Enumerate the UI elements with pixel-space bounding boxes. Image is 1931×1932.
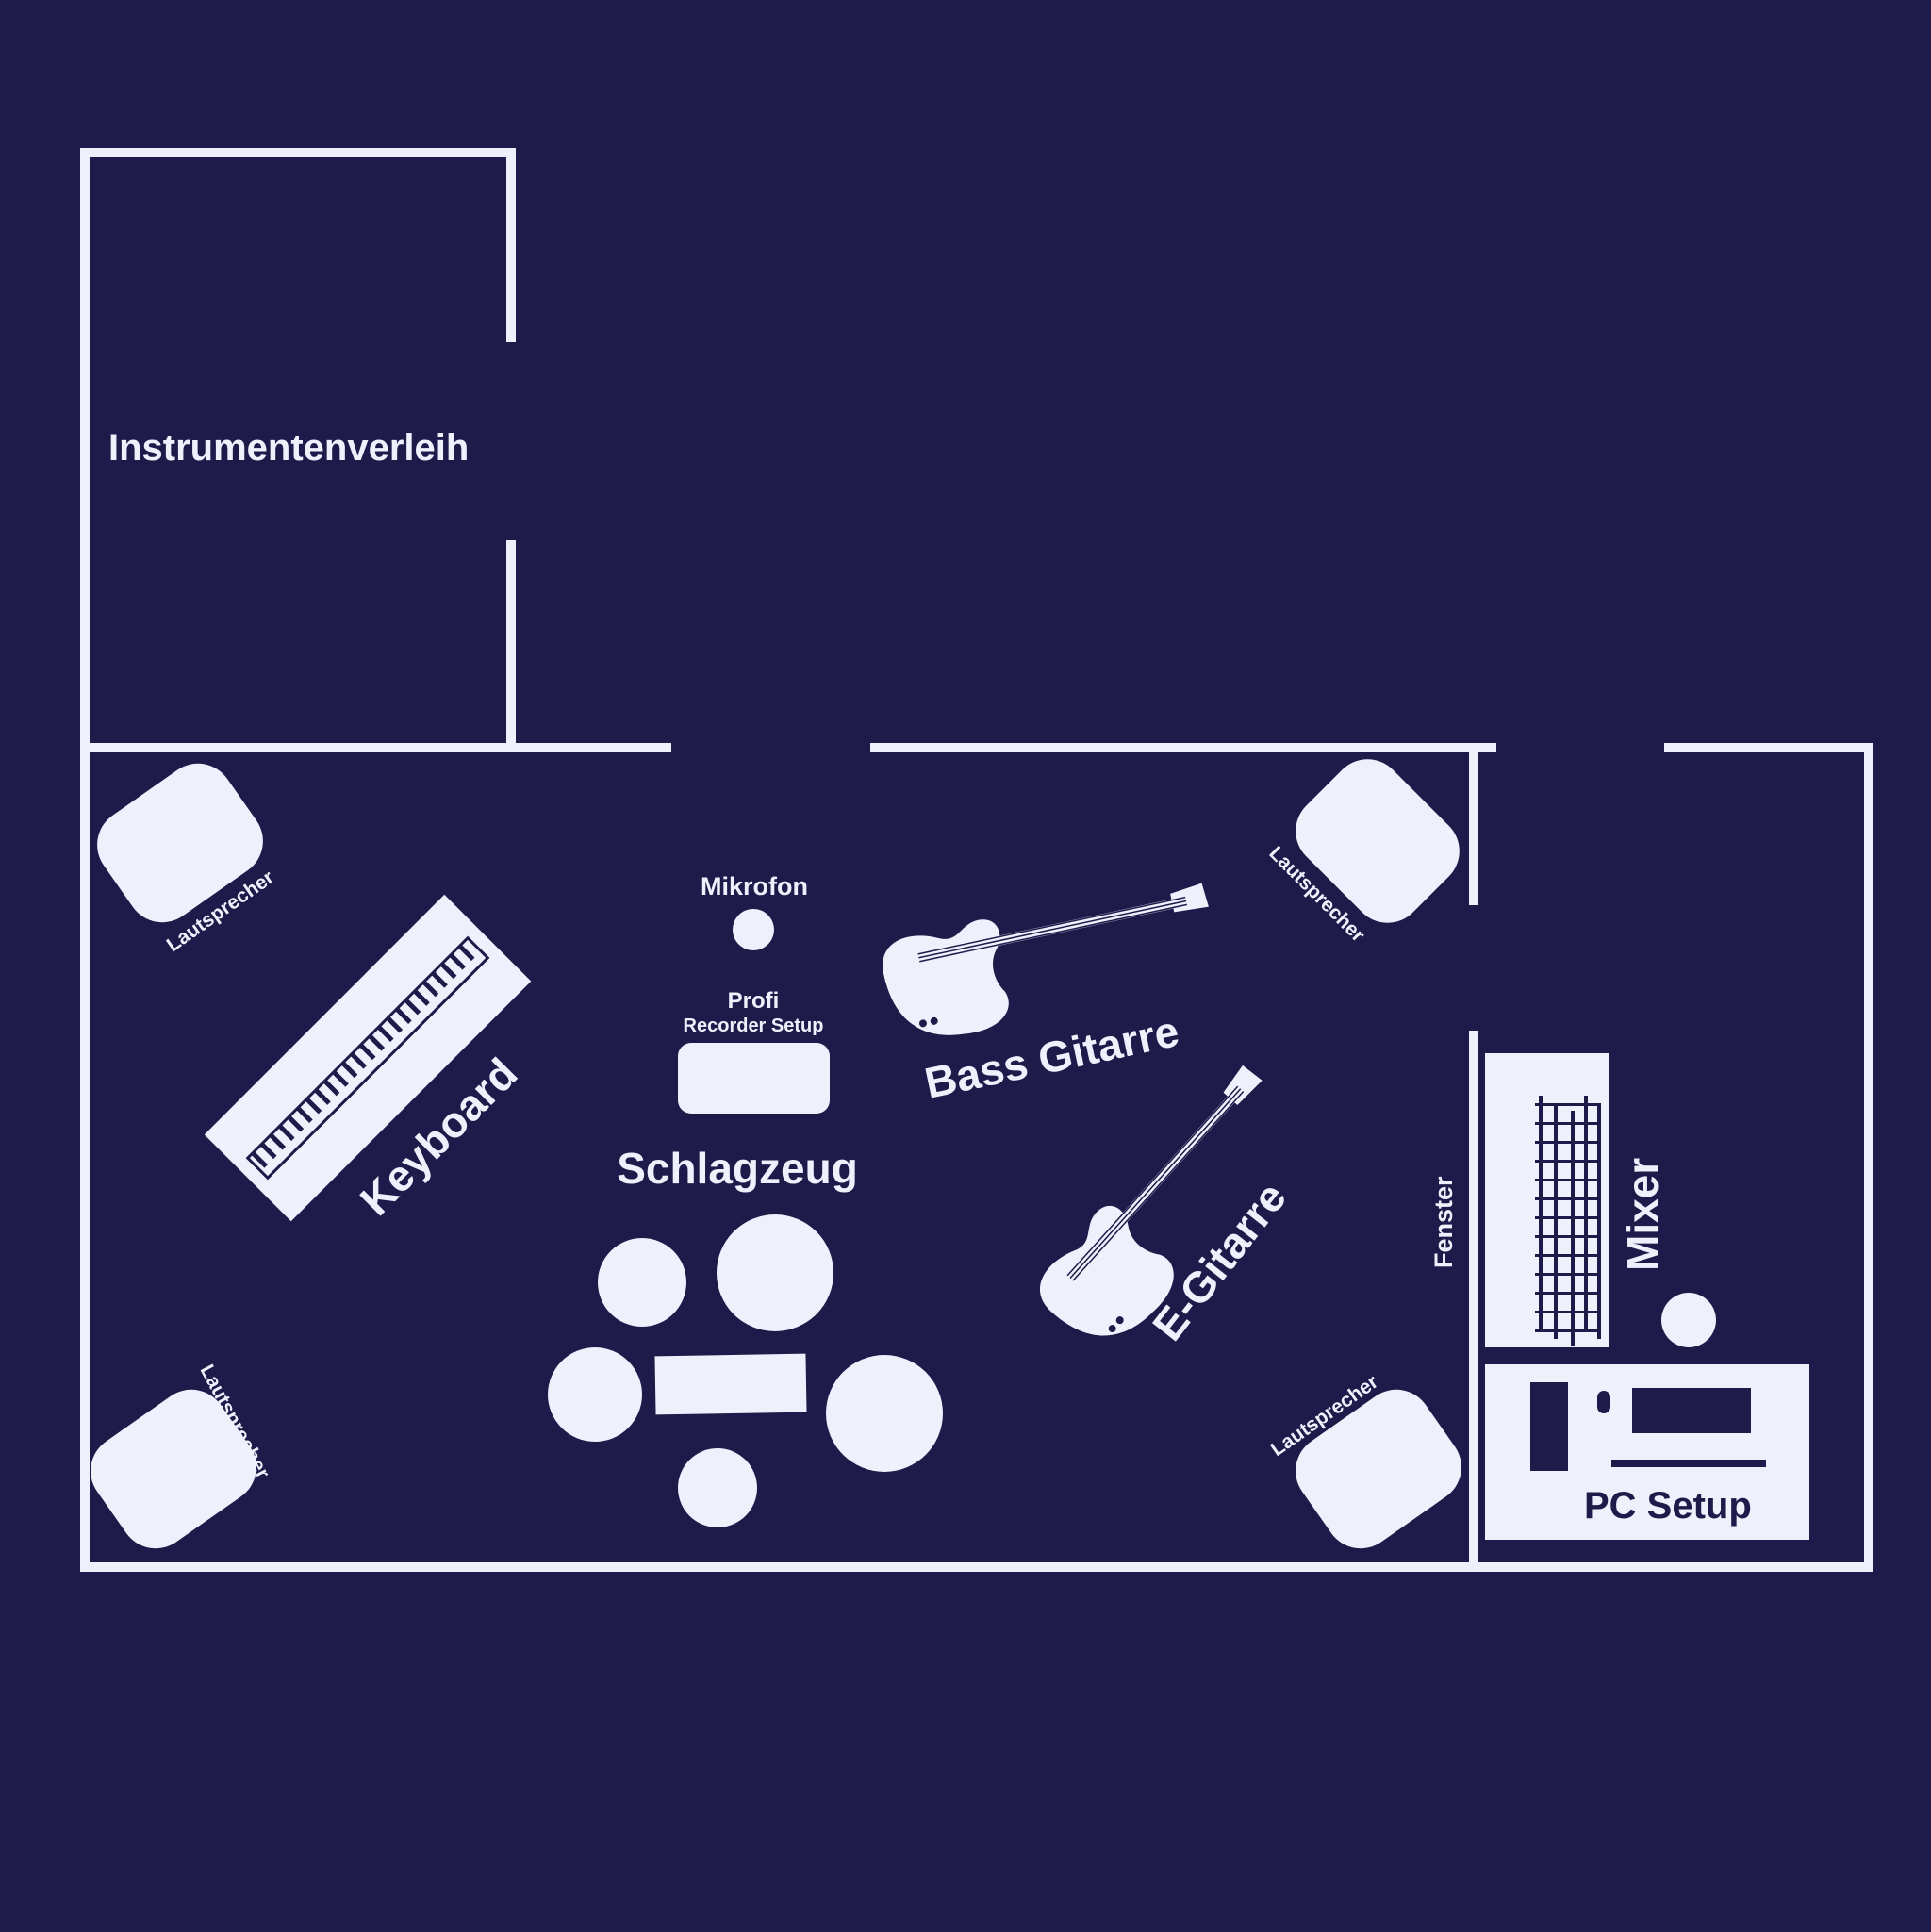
mixer-fader	[1539, 1096, 1543, 1331]
keyboard-key	[269, 1132, 287, 1150]
keyboard: Keyboard	[204, 894, 532, 1225]
pc-setup-label: PC Setup	[1584, 1485, 1752, 1527]
keyboard-key	[305, 1097, 322, 1115]
speaker-icon	[91, 1389, 256, 1549]
keyboard-keybed	[245, 935, 490, 1181]
keyboard-key	[449, 952, 466, 970]
mixer-track	[1535, 1311, 1601, 1313]
microphone-icon	[733, 909, 774, 950]
guitar-icon	[1040, 1065, 1263, 1336]
pc-mouse	[1597, 1391, 1610, 1413]
keyboard-key	[404, 998, 421, 1016]
keyboard-key	[421, 980, 439, 998]
mixer-track	[1535, 1122, 1601, 1125]
keyboard-key	[251, 1150, 268, 1168]
mixer-fader	[1584, 1096, 1588, 1331]
mixer-fader	[1554, 1103, 1558, 1339]
drum-kit-icon	[548, 1214, 943, 1527]
recorder-label-line2: Recorder Setup	[684, 1016, 824, 1036]
bass-guitar: Bass Gitarre	[883, 883, 1209, 1108]
keyboard-key	[332, 1070, 349, 1087]
drum-snare	[548, 1347, 642, 1442]
mixer-track	[1535, 1254, 1601, 1257]
keyboard-key	[314, 1088, 331, 1105]
mixer-track	[1535, 1216, 1601, 1219]
mixer-track	[1535, 1160, 1601, 1163]
microphone-label: Mikrofon	[701, 872, 808, 900]
keyboard-key	[340, 1061, 358, 1079]
mixer-track	[1535, 1141, 1601, 1144]
speaker-bottom-left: Lautsprecher	[91, 1362, 273, 1549]
pc-desk-edge	[1611, 1460, 1766, 1467]
mixer-fader	[1597, 1103, 1601, 1339]
keyboard-key	[394, 1007, 412, 1024]
speaker-top-right: Lautsprecher	[1264, 759, 1460, 947]
keyboard-key	[431, 971, 448, 988]
keyboard-key	[358, 1043, 376, 1061]
mixer-fader	[1571, 1111, 1575, 1346]
keyboard-key	[413, 989, 430, 1006]
mixer-track	[1535, 1103, 1601, 1106]
mixer-track	[1535, 1292, 1601, 1295]
speaker-icon	[1296, 759, 1460, 923]
mixer-track	[1535, 1197, 1601, 1200]
mixer-track	[1535, 1235, 1601, 1238]
pc-monitor	[1632, 1388, 1751, 1433]
pc-tower	[1530, 1382, 1568, 1471]
walls	[80, 148, 1873, 1572]
guitar-icon	[883, 883, 1209, 1035]
mixer: Mixer	[1485, 1053, 1716, 1347]
keyboard-key	[457, 944, 475, 962]
keyboard-key	[322, 1079, 340, 1097]
drums-label: Schlagzeug	[617, 1144, 858, 1193]
drum-cymbal	[678, 1448, 757, 1527]
speaker-icon	[1296, 1389, 1461, 1549]
keyboard-key	[259, 1142, 277, 1160]
mixer-track	[1535, 1179, 1601, 1181]
mixer-track	[1535, 1329, 1601, 1332]
window-label: Fenster	[1429, 1176, 1458, 1268]
drum-hi-tom	[598, 1238, 686, 1327]
keyboard-keys	[245, 935, 490, 1181]
speaker-icon	[97, 763, 263, 923]
keyboard-key	[386, 1016, 404, 1033]
pc-setup: PC Setup	[1485, 1364, 1809, 1540]
keyboard-key	[368, 1033, 386, 1051]
drum-bass	[654, 1353, 807, 1415]
mixer-label: Mixer	[1618, 1158, 1667, 1271]
mixer-knob	[1661, 1293, 1716, 1347]
mixer-track	[1535, 1273, 1601, 1276]
electric-guitar: E-Gitarre	[1040, 1065, 1296, 1349]
keyboard-icon	[204, 894, 532, 1222]
keyboard-key	[287, 1115, 305, 1132]
speaker-bottom-right: Lautsprecher	[1267, 1371, 1461, 1549]
drum-mid-tom	[717, 1214, 833, 1331]
drum-floor-tom	[826, 1355, 943, 1472]
keyboard-key	[439, 962, 457, 980]
mixer-faders	[1535, 1096, 1601, 1346]
keyboard-key	[376, 1025, 394, 1043]
recorder-icon	[678, 1043, 830, 1114]
room-label-instrument-rental: Instrumentenverleih	[108, 427, 469, 469]
recorder-label-line1: Profi	[728, 988, 780, 1014]
speaker-top-left: Lautsprecher	[97, 763, 278, 956]
keyboard-key	[350, 1051, 367, 1069]
keyboard-key	[277, 1124, 295, 1142]
keyboard-key	[295, 1106, 313, 1123]
